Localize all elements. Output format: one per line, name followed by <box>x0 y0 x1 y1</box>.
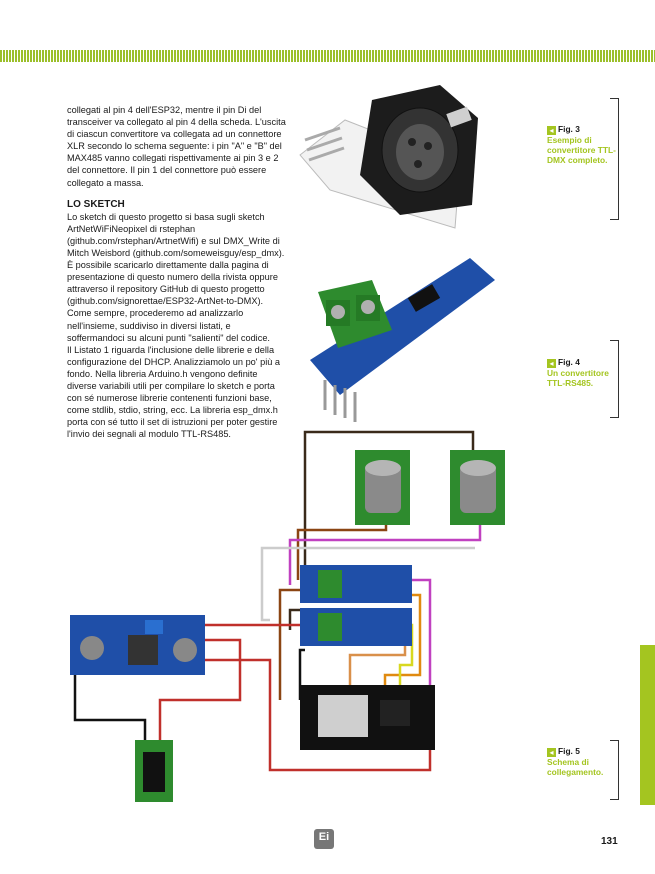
arrow-icon: ◂ <box>547 748 556 757</box>
paragraph-2: Lo sketch di questo progetto si basa sug… <box>67 211 285 258</box>
caption-fig4: ◂Fig. 4 Un convertitore TTL-RS485. <box>547 357 609 388</box>
xlr-connector-figure <box>299 85 478 229</box>
article-body: collegati al pin 4 dell'ESP32, mentre il… <box>67 104 289 440</box>
caption-bracket <box>610 740 619 800</box>
wiring-schematic-figure <box>70 430 505 802</box>
paragraph-3: È possibile scaricarlo direttamente dall… <box>67 260 278 307</box>
paragraph-1: collegati al pin 4 dell'ESP32, mentre il… <box>67 105 286 188</box>
caption-bracket <box>610 98 619 220</box>
paragraph-5: Il Listato 1 riguarda l'inclusione delle… <box>67 344 281 440</box>
magazine-logo: Ei <box>313 828 335 850</box>
arrow-icon: ◂ <box>547 359 556 368</box>
paragraph-4: Come sempre, procederemo ad analizzarlo … <box>67 308 270 343</box>
top-stripe-bar <box>0 50 655 62</box>
caption-fig3: ◂Fig. 3 Esempio di convertitore TTL-DMX … <box>547 124 616 165</box>
section-heading: LO SKETCH <box>67 198 125 210</box>
rs485-module-figure <box>310 258 495 422</box>
caption-bracket <box>610 340 619 418</box>
side-accent-bar <box>640 645 655 805</box>
arrow-icon: ◂ <box>547 126 556 135</box>
caption-fig5: ◂Fig. 5 Schema di collegamento. <box>547 746 604 777</box>
page-number: 131 <box>601 836 618 847</box>
